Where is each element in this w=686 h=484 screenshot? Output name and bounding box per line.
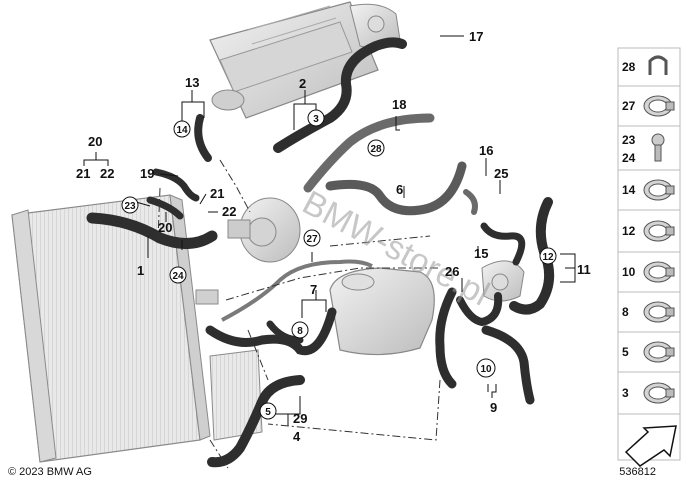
intake-manifold xyxy=(209,1,379,119)
legend-clamp-icon xyxy=(643,261,675,283)
legend-clamp-icon xyxy=(643,341,675,363)
legend-label-14: 14 xyxy=(622,183,636,197)
leader-lines xyxy=(83,35,576,426)
direction-arrow-icon xyxy=(618,413,680,467)
coolant-hoses xyxy=(86,37,555,468)
circled-5 xyxy=(259,402,277,420)
hose-25 xyxy=(463,189,478,215)
legend-clamp-icon xyxy=(648,55,668,75)
legend-clamp-icon xyxy=(643,95,675,117)
circled-label-27: 27 xyxy=(306,234,318,245)
circled-label-28: 28 xyxy=(370,144,382,155)
hose-20 xyxy=(146,196,184,220)
hose-6 xyxy=(325,161,467,216)
circled-callout-labels: 3 14 28 23 24 27 12 8 10 5 xyxy=(124,114,554,418)
callout-20b: 20 xyxy=(158,220,172,235)
hose-26 xyxy=(435,287,457,389)
hose-9 xyxy=(481,325,535,405)
legend-label-28: 28 xyxy=(622,60,636,74)
callout-labels: 1 2 4 6 7 9 11 13 15 16 17 18 19 20 20 2… xyxy=(76,29,591,444)
callout-1: 1 xyxy=(137,263,144,278)
callout-25: 25 xyxy=(494,166,508,181)
callout-22a: 22 xyxy=(100,166,114,181)
legend-label-23: 23 xyxy=(622,133,636,147)
electric-water-pump xyxy=(481,260,525,302)
hose-2 xyxy=(273,37,407,153)
legend-clamp-icon xyxy=(643,220,675,242)
circled-14 xyxy=(173,120,191,138)
legend-label-8: 8 xyxy=(622,305,629,319)
legend-label-10: 10 xyxy=(622,265,636,279)
hose-4 xyxy=(207,375,305,468)
callout-2: 2 xyxy=(299,76,306,91)
legend-clamp-icon xyxy=(643,179,675,201)
legend-label-12: 12 xyxy=(622,224,636,238)
circled-label-23: 23 xyxy=(124,201,136,212)
legend-clamp-icon xyxy=(643,301,675,323)
copyright-notice: © 2023 BMW AG xyxy=(8,466,92,478)
callout-21b: 21 xyxy=(210,186,224,201)
callout-22b: 22 xyxy=(222,204,236,219)
callout-15: 15 xyxy=(474,246,488,261)
hose-lower-center xyxy=(266,320,304,344)
circled-label-10: 10 xyxy=(480,364,492,375)
circled-24 xyxy=(169,266,187,284)
callout-16: 16 xyxy=(479,143,493,158)
legend-clamp-icon xyxy=(643,382,675,404)
circled-3 xyxy=(307,109,325,127)
auxiliary-radiator xyxy=(209,349,263,441)
hose-1 xyxy=(86,212,218,249)
callout-7: 7 xyxy=(310,282,317,297)
callout-26: 26 xyxy=(445,264,459,279)
diagram-number: 536812 xyxy=(619,466,656,478)
hose-15 xyxy=(480,222,526,266)
circled-label-5: 5 xyxy=(265,407,271,418)
callout-20a: 20 xyxy=(88,134,102,149)
callout-9: 9 xyxy=(490,400,497,415)
circled-10 xyxy=(476,358,496,378)
circled-label-3: 3 xyxy=(313,114,319,125)
legend-label-27: 27 xyxy=(622,99,636,113)
circled-23 xyxy=(121,196,139,214)
circled-label-12: 12 xyxy=(542,252,554,263)
callout-13: 13 xyxy=(185,75,199,90)
callout-21a: 21 xyxy=(76,166,90,181)
hose-13 xyxy=(194,114,212,162)
legend-label-5: 5 xyxy=(622,345,629,359)
callout-29: 29 xyxy=(293,411,307,426)
callout-11: 11 xyxy=(577,262,591,277)
hose-18 xyxy=(303,113,435,193)
hose-11 xyxy=(509,197,555,315)
circled-27 xyxy=(303,229,321,247)
circled-callouts xyxy=(121,109,557,420)
callout-18: 18 xyxy=(392,97,406,112)
radiator xyxy=(11,194,219,463)
turbocharger xyxy=(227,197,301,263)
callout-6: 6 xyxy=(396,182,403,197)
routing-lines xyxy=(157,159,441,469)
circled-label-8: 8 xyxy=(297,326,303,337)
expansion-tank xyxy=(329,267,435,356)
legend-label-3: 3 xyxy=(622,386,629,400)
legend-label-24: 24 xyxy=(622,151,636,165)
hose-right-mid xyxy=(456,292,503,327)
callout-4: 4 xyxy=(293,429,301,444)
legend-rows: 28 27 23 24 14 12 10 8 5 3 xyxy=(618,55,680,467)
circled-8 xyxy=(291,321,309,339)
callout-19: 19 xyxy=(140,166,154,181)
coolant-pipe xyxy=(221,259,373,322)
circled-label-14: 14 xyxy=(176,125,188,136)
circled-12 xyxy=(539,247,557,265)
circled-label-24: 24 xyxy=(172,271,184,282)
legend-clamp-icon xyxy=(651,133,665,162)
circled-28 xyxy=(367,139,385,157)
callout-17: 17 xyxy=(469,29,483,44)
